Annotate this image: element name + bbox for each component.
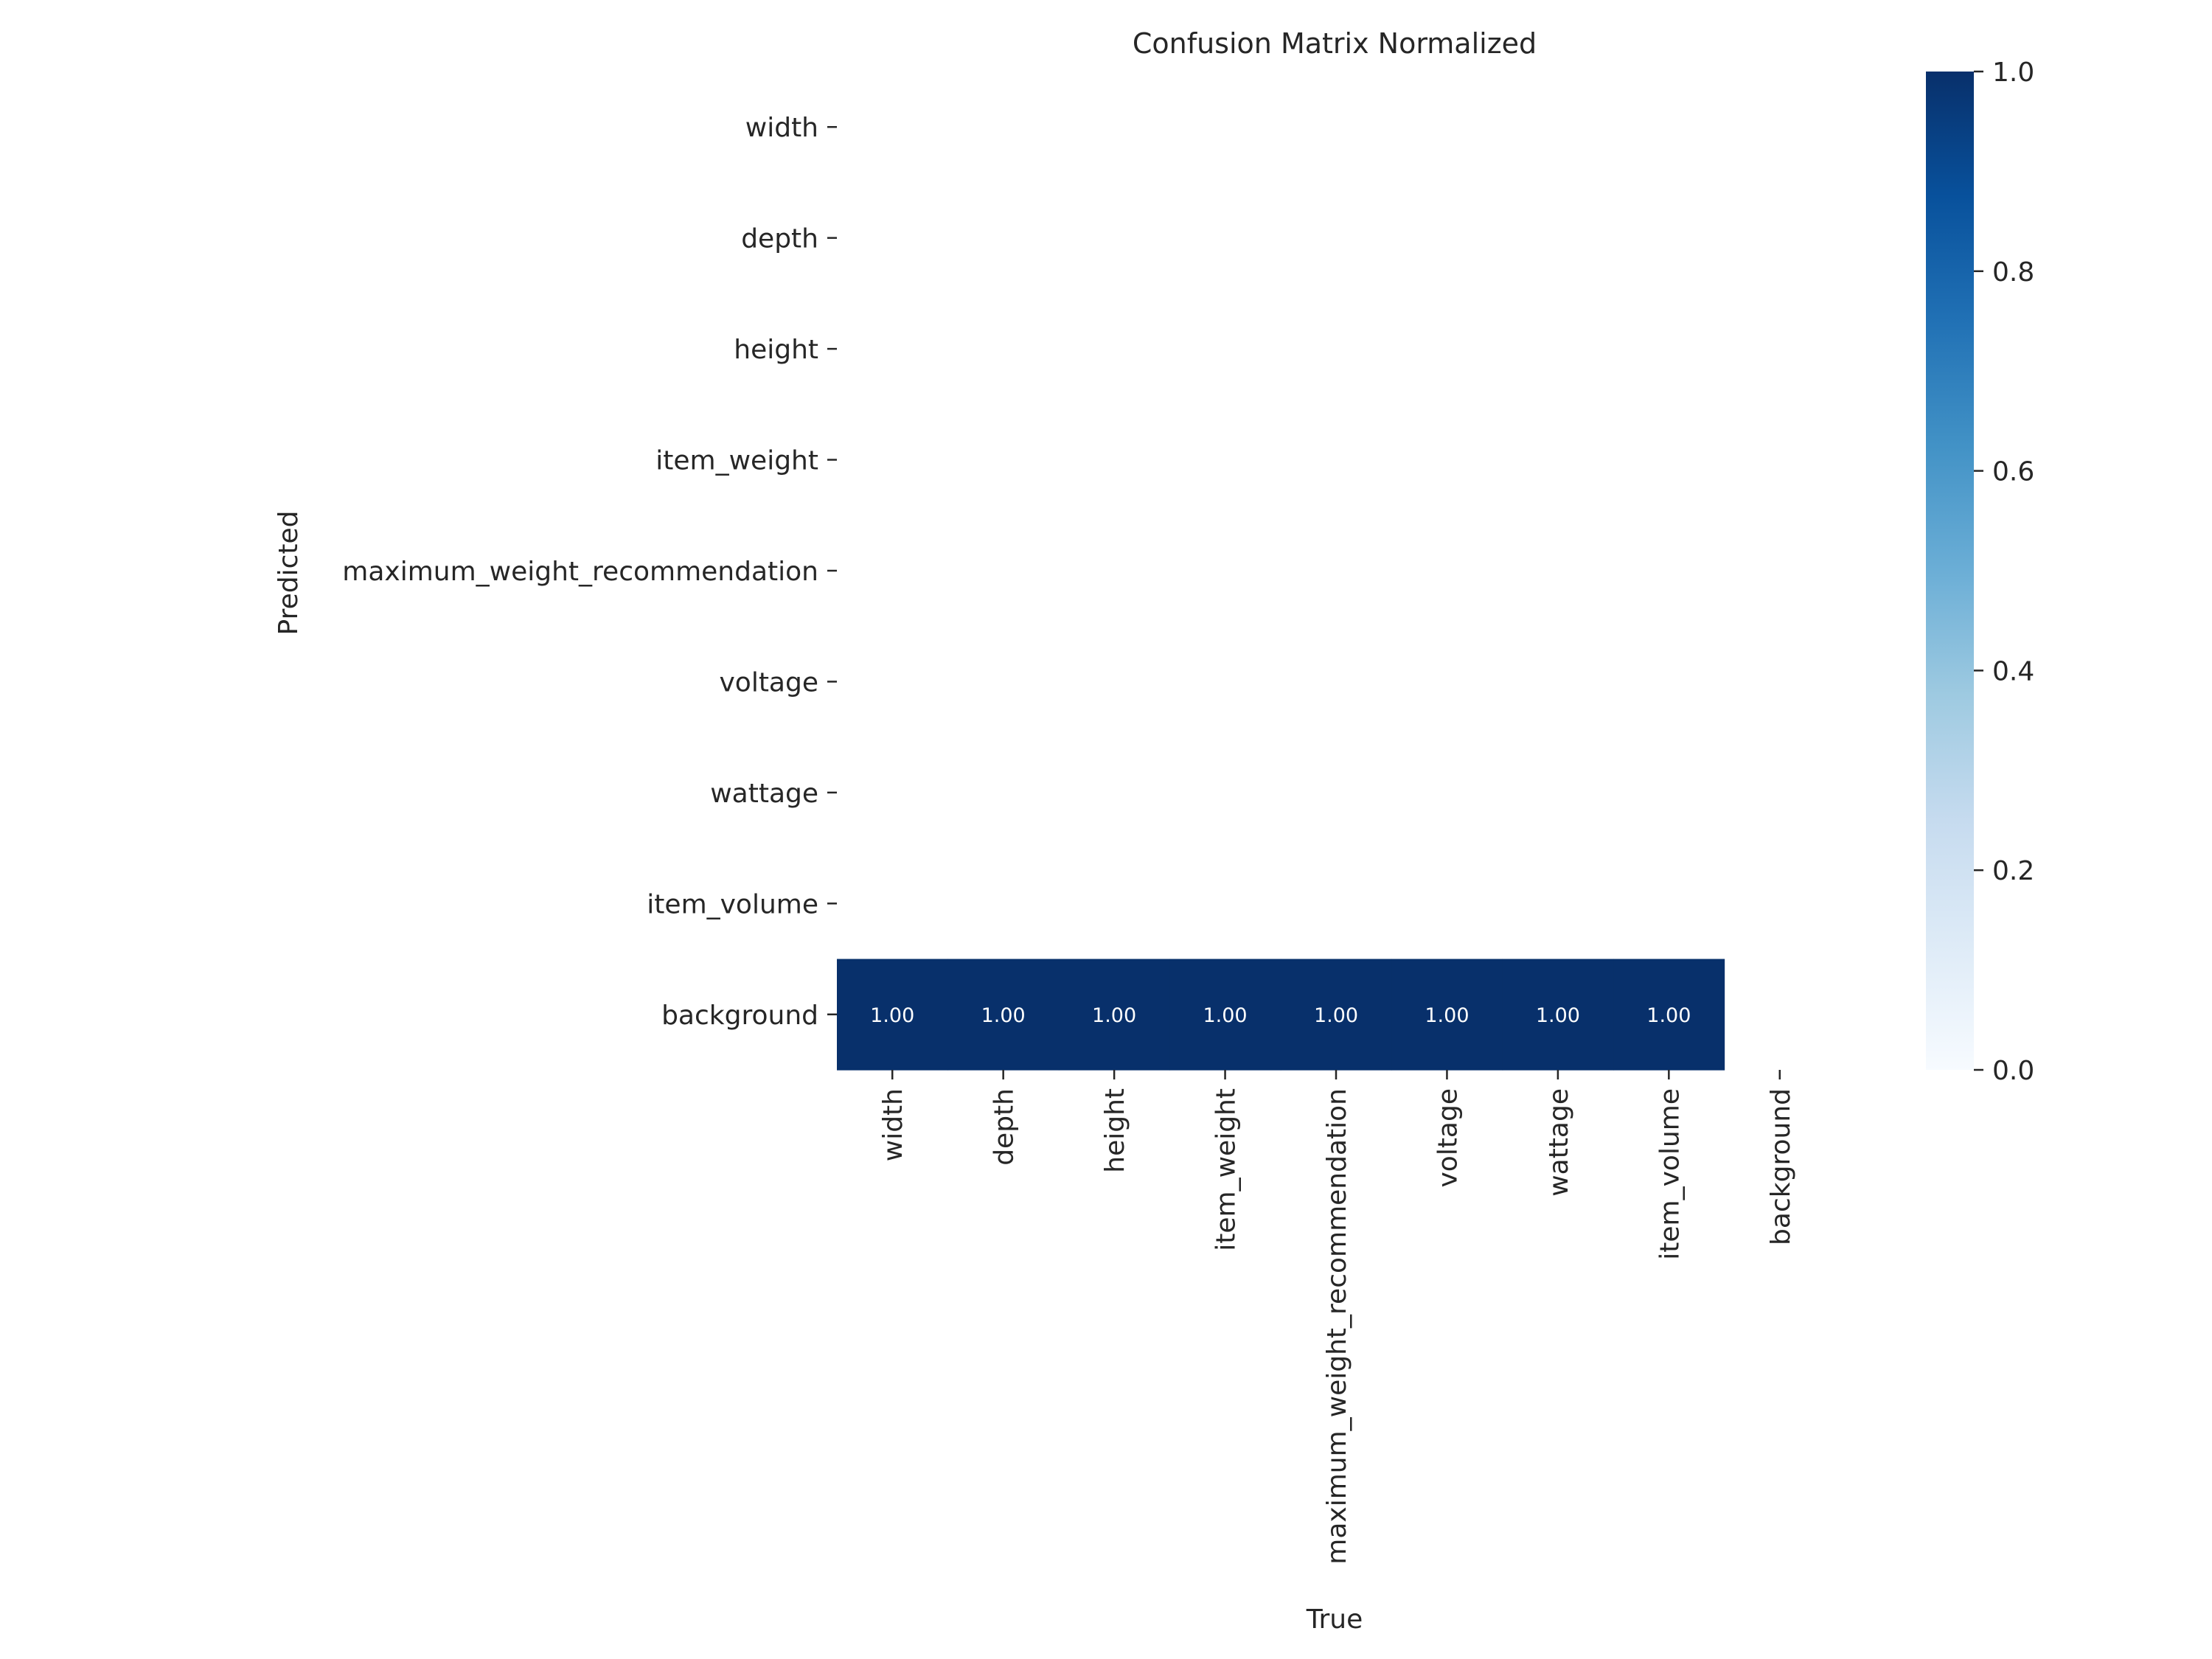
cell-value-label: 1.00 — [1203, 1004, 1247, 1027]
colorbar-tick-label: 0.2 — [1992, 856, 2034, 886]
y-axis-label: Predicted — [274, 511, 304, 636]
cell-background-item-volume — [1613, 959, 1725, 1071]
y-tick-label-maximum-weight-recommendation: maximum_weight_recommendation — [342, 557, 818, 587]
cell-value-label: 1.00 — [1092, 1004, 1136, 1027]
x-tick-label-wattage: wattage — [1544, 1088, 1574, 1197]
cell-background-voltage — [1391, 959, 1503, 1071]
colorbar — [1926, 72, 1974, 1070]
colorbar-ticks: 0.0 0.2 0.4 0.6 0.8 1.0 — [1974, 58, 2034, 1086]
chart-title: Confusion Matrix Normalized — [1133, 27, 1537, 60]
colorbar-tick-label: 0.6 — [1992, 457, 2034, 487]
cell-background-height — [1058, 959, 1170, 1071]
cell-value-label: 1.00 — [1646, 1004, 1691, 1027]
heatmap-cells: 1.00 1.00 1.00 1.00 1.00 1.00 1.00 1.00 — [837, 959, 1725, 1071]
x-tick-label-item-weight: item_weight — [1211, 1088, 1242, 1251]
x-tick-label-depth: depth — [990, 1088, 1020, 1166]
colorbar-tick-label: 1.0 — [1992, 58, 2034, 88]
y-tick-label-wattage: wattage — [710, 779, 818, 809]
cell-background-maximum-weight-recommendation — [1280, 959, 1392, 1071]
cell-value-label: 1.00 — [1425, 1004, 1469, 1027]
y-tick-label-depth: depth — [741, 224, 818, 254]
cell-value-label: 1.00 — [1314, 1004, 1358, 1027]
x-tick-label-item-volume: item_volume — [1655, 1088, 1685, 1260]
x-tick-label-voltage: voltage — [1433, 1088, 1463, 1188]
y-tick-label-item-volume: item_volume — [647, 889, 818, 919]
y-tick-label-height: height — [734, 335, 818, 365]
x-axis-label: True — [1306, 1604, 1363, 1635]
y-tick-label-background: background — [661, 1001, 818, 1031]
cell-value-label: 1.00 — [870, 1004, 914, 1027]
y-tick-label-width: width — [745, 113, 818, 143]
y-tick-label-voltage: voltage — [719, 667, 818, 698]
cell-value-label: 1.00 — [981, 1004, 1026, 1027]
y-tick-labels: width depth height item_weight maximum_weigh… — [342, 113, 837, 1031]
cell-background-depth — [947, 959, 1060, 1071]
cell-background-wattage — [1502, 959, 1614, 1071]
x-tick-label-width: width — [878, 1088, 908, 1161]
colorbar-tick-label: 0.8 — [1992, 257, 2034, 288]
y-tick-label-item-weight: item_weight — [655, 446, 818, 476]
colorbar-tick-label: 0.4 — [1992, 656, 2034, 686]
cell-background-item-weight — [1169, 959, 1281, 1071]
x-tick-label-height: height — [1100, 1088, 1130, 1173]
x-tick-label-maximum-weight-recommendation: maximum_weight_recommendation — [1322, 1088, 1352, 1565]
cell-value-label: 1.00 — [1536, 1004, 1580, 1027]
colorbar-tick-label: 0.0 — [1992, 1056, 2034, 1086]
x-tick-label-background: background — [1766, 1088, 1796, 1245]
x-tick-labels: width depth height item_weight maximum_weigh… — [878, 1070, 1796, 1565]
cell-background-width — [837, 959, 949, 1071]
